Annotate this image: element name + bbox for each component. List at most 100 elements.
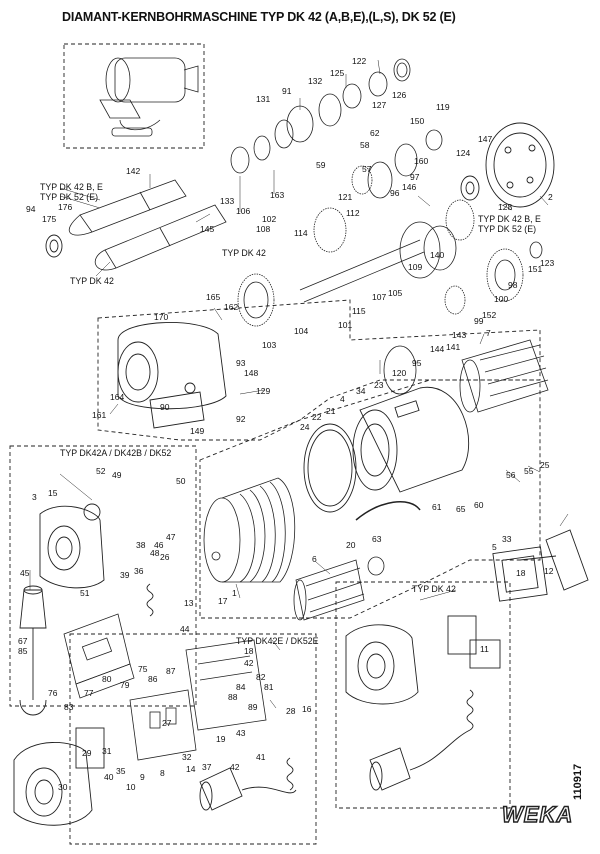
part-number-label: 14 [186,764,196,774]
part-number-label: 147 [478,134,492,144]
part-number-label: 56 [506,470,516,480]
part-number-label: 25 [540,460,550,470]
part-number-label: 8 [160,768,165,778]
part-number-label: 112 [346,208,360,218]
part-number-label: 37 [202,762,212,772]
part-number-label: 18 [516,568,526,578]
part-number-label: 101 [338,320,352,330]
part-number-label: 32 [182,752,192,762]
part-number-label: 2 [548,192,553,202]
part-number-label: 63 [372,534,382,544]
bearing-124 [460,175,480,201]
part-number-label: 44 [180,624,190,634]
part-number-label: 148 [244,368,258,378]
part-number-label: 51 [80,588,90,598]
coil-cord-45-right [466,689,474,731]
part-number-label: 163 [270,190,284,200]
plug-left [19,585,47,716]
part-number-label: 162 [224,302,238,312]
part-number-label: 176 [58,202,72,212]
part-number-label: 106 [236,206,250,216]
part-number-label: 119 [436,102,450,112]
part-number-label: 122 [352,56,366,66]
part-number-label: 5 [492,542,497,552]
gear-housing [117,322,227,429]
part-number-label: 142 [126,166,140,176]
part-number-label: 86 [148,674,158,684]
inset-machine [99,57,199,137]
part-number-label: 30 [58,782,68,792]
part-number-label: 165 [206,292,220,302]
side-handle [492,529,589,602]
part-number-label: 82 [256,672,266,682]
caption-dk42-mid: TYP DK 42 [222,248,266,258]
part-number-label: 175 [42,214,56,224]
part-number-label: 76 [48,688,58,698]
part-number-label: 151 [528,264,542,274]
part-number-label: 146 [402,182,416,192]
part-number-label: 103 [262,340,276,350]
seal-ring [45,234,63,258]
part-number-label: 7 [486,328,491,338]
part-number-label: 43 [236,728,246,738]
gearbox-cover [485,122,555,208]
part-number-label: 93 [236,358,246,368]
part-number-label: 89 [248,702,258,712]
dk42e-frame [69,633,317,845]
part-number-label: 6 [312,554,317,564]
part-number-label: 60 [474,500,484,510]
part-number-label: 90 [160,402,170,412]
part-number-label: 9 [140,772,145,782]
flange-right [345,615,501,705]
switch-box [63,613,135,699]
flange-left [39,503,105,589]
part-number-label: 1 [232,588,237,598]
part-number-label: 40 [104,772,114,782]
part-number-label: 124 [456,148,470,158]
dk42a-frame [9,445,197,707]
armature [383,339,549,413]
part-number-label: 144 [430,344,444,354]
part-number-label: 140 [430,250,444,260]
part-number-label: 35 [116,766,126,776]
part-number-label: 115 [352,306,366,316]
part-number-label: 31 [102,746,112,756]
part-number-label: 26 [160,552,170,562]
part-number-label: 75 [138,664,148,674]
part-number-label: 108 [256,224,270,234]
part-number-label: 67 [18,636,28,646]
plug-bottom-center [199,767,297,811]
inset-overview-frame [63,43,205,149]
part-number-label: 80 [102,674,112,684]
part-number-label: 170 [154,312,168,322]
part-number-label: 58 [360,140,370,150]
part-number-label: 132 [308,76,322,86]
part-number-label: 50 [176,476,186,486]
caption-dk42be: TYP DK 42 B, E [40,182,103,192]
part-number-label: 42 [244,658,254,668]
part-number-label: 10 [126,782,136,792]
part-number-label: 98 [508,280,518,290]
part-number-label: 164 [110,392,124,402]
part-number-label: 16 [302,704,312,714]
part-number-label: 59 [316,160,326,170]
part-number-label: 100 [494,294,508,304]
stator [203,477,296,583]
spindle-upper [68,179,187,236]
part-number-label: 13 [184,598,194,608]
water-hose [355,501,421,521]
part-number-label: 33 [502,534,512,544]
part-number-label: 4 [340,394,345,404]
part-number-label: 83 [64,702,74,712]
caption-dk42-right: TYP DK 42 [412,584,456,594]
part-number-labels: 9414217517613314510616310214013191132125… [18,56,554,792]
part-number-label: 88 [228,692,238,702]
part-number-label: 92 [236,414,246,424]
plug-bottom-right [369,729,471,791]
rotor [293,556,385,621]
part-number-label: 45 [20,568,30,578]
part-number-label: 21 [326,406,336,416]
part-number-label: 18 [244,646,254,656]
part-number-label: 128 [498,202,512,212]
